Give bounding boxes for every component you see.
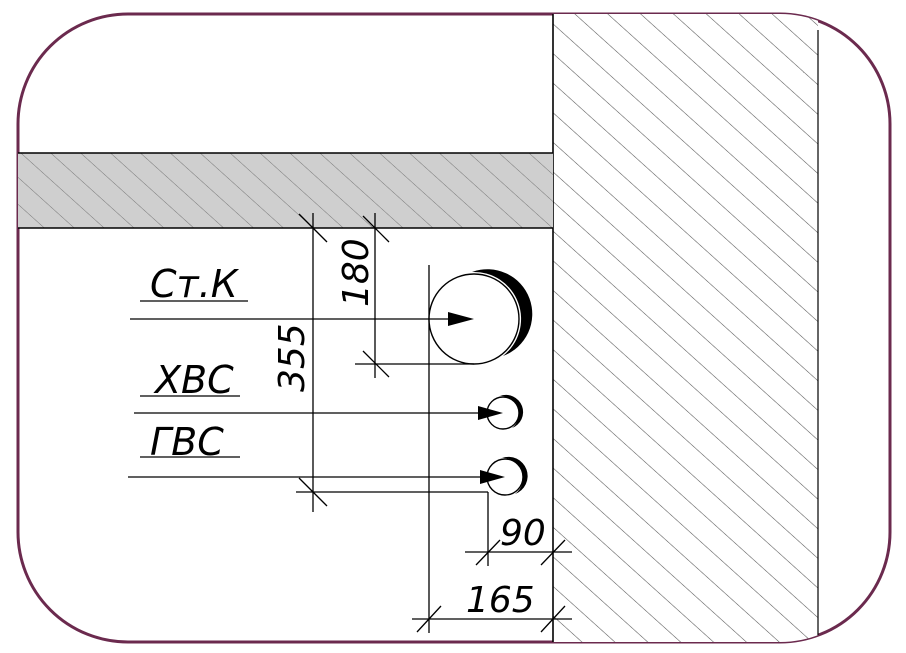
dim-text-355: 355 xyxy=(272,323,313,392)
label-gvs: ГВС xyxy=(150,420,224,464)
wall-hatched xyxy=(553,14,818,642)
arrow-stk xyxy=(448,312,474,326)
slab-concrete xyxy=(18,153,553,228)
arrow-gvs xyxy=(480,470,505,484)
dim-text-165: 165 xyxy=(466,580,535,621)
dim-90-tick-left xyxy=(475,539,501,566)
dim-355-tick-top xyxy=(298,213,328,243)
dim-90-tick-right xyxy=(540,539,566,566)
dim-165-tick-left xyxy=(416,605,442,633)
arrow-hvs xyxy=(478,406,503,420)
pipe-stk-shadow xyxy=(472,269,533,356)
label-hvs: ХВС xyxy=(153,358,234,402)
dim-text-180: 180 xyxy=(336,238,377,307)
dim-180-tick-top xyxy=(362,215,390,243)
pipe-hvs-shadow xyxy=(500,394,524,428)
label-stk: Ст.К xyxy=(150,262,240,306)
dim-165-tick-right xyxy=(540,605,566,633)
pipe-gvs-shadow xyxy=(502,456,528,494)
dim-text-90: 90 xyxy=(500,513,546,554)
